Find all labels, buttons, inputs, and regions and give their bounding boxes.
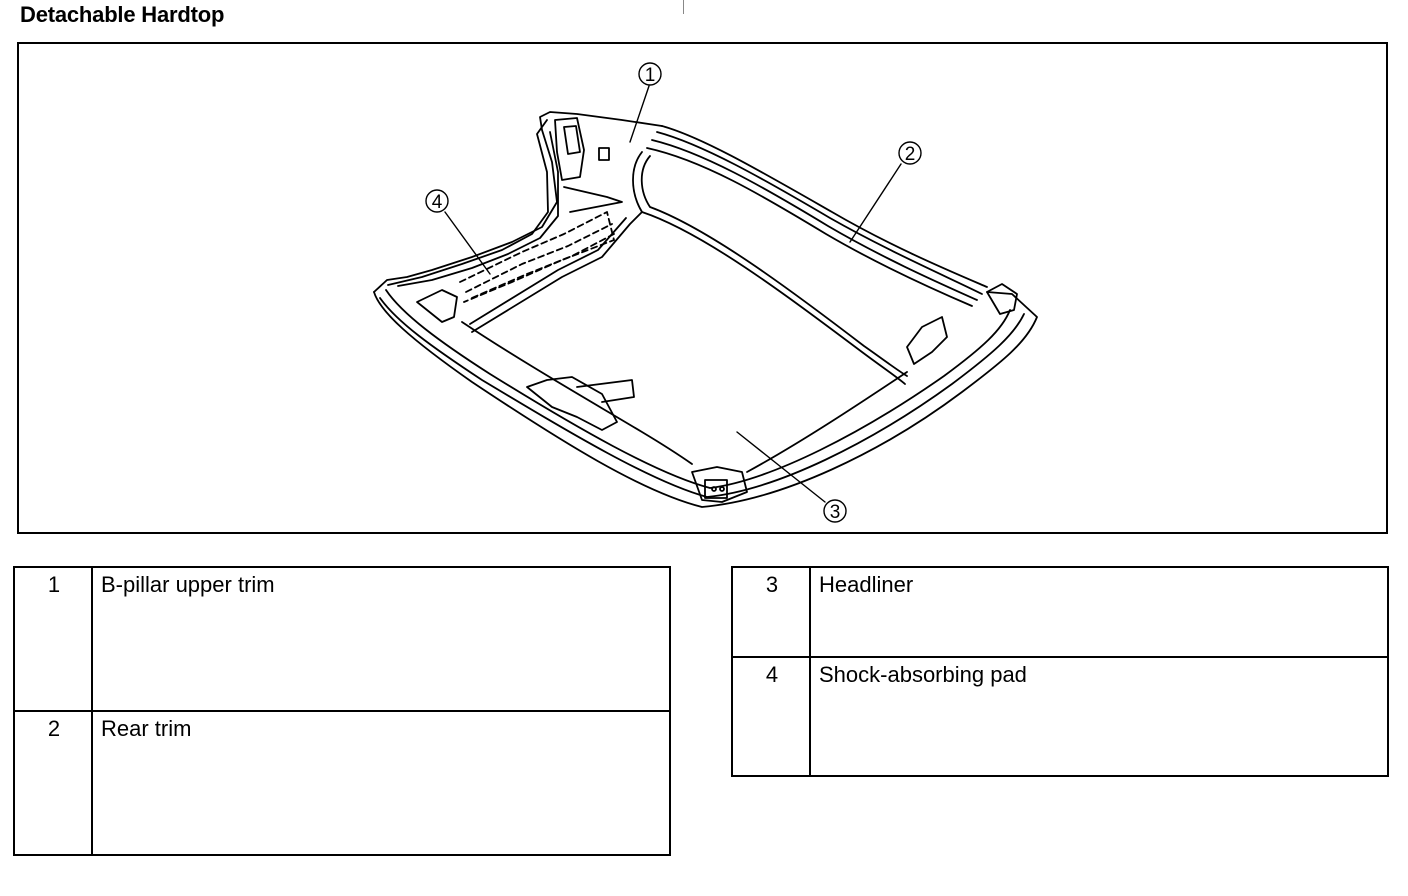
legend-row: 4 Shock-absorbing pad bbox=[731, 656, 1389, 777]
parts-legend-left: 1 B-pillar upper trim 2 Rear trim bbox=[13, 566, 671, 856]
part-name: Headliner bbox=[809, 566, 1389, 658]
callout-4: 4 bbox=[425, 189, 449, 213]
callout-2: 2 bbox=[898, 141, 922, 165]
leader-lines bbox=[444, 85, 902, 503]
page-title: Detachable Hardtop bbox=[20, 2, 225, 27]
hardtop-illustration: 1 2 3 4 bbox=[373, 62, 1038, 523]
part-number: 4 bbox=[731, 656, 811, 777]
hardtop-outline bbox=[373, 111, 1038, 508]
svg-text:1: 1 bbox=[645, 65, 656, 86]
part-name: Rear trim bbox=[91, 710, 671, 856]
part-number: 1 bbox=[13, 566, 93, 712]
callout-1: 1 bbox=[638, 62, 662, 86]
part-name: Shock-absorbing pad bbox=[809, 656, 1389, 777]
parts-legend-right: 3 Headliner 4 Shock-absorbing pad bbox=[731, 566, 1389, 777]
svg-text:3: 3 bbox=[830, 502, 841, 523]
callout-3: 3 bbox=[823, 499, 847, 523]
svg-text:2: 2 bbox=[905, 144, 916, 165]
legend-row: 3 Headliner bbox=[731, 566, 1389, 658]
part-name: B-pillar upper trim bbox=[91, 566, 671, 712]
figure-frame: 1 2 3 4 bbox=[17, 42, 1388, 534]
legend-row: 1 B-pillar upper trim bbox=[13, 566, 671, 712]
svg-text:4: 4 bbox=[432, 192, 443, 213]
part-number: 2 bbox=[13, 710, 93, 856]
top-edge-mark bbox=[683, 0, 684, 14]
legend-row: 2 Rear trim bbox=[13, 710, 671, 856]
part-number: 3 bbox=[731, 566, 811, 658]
